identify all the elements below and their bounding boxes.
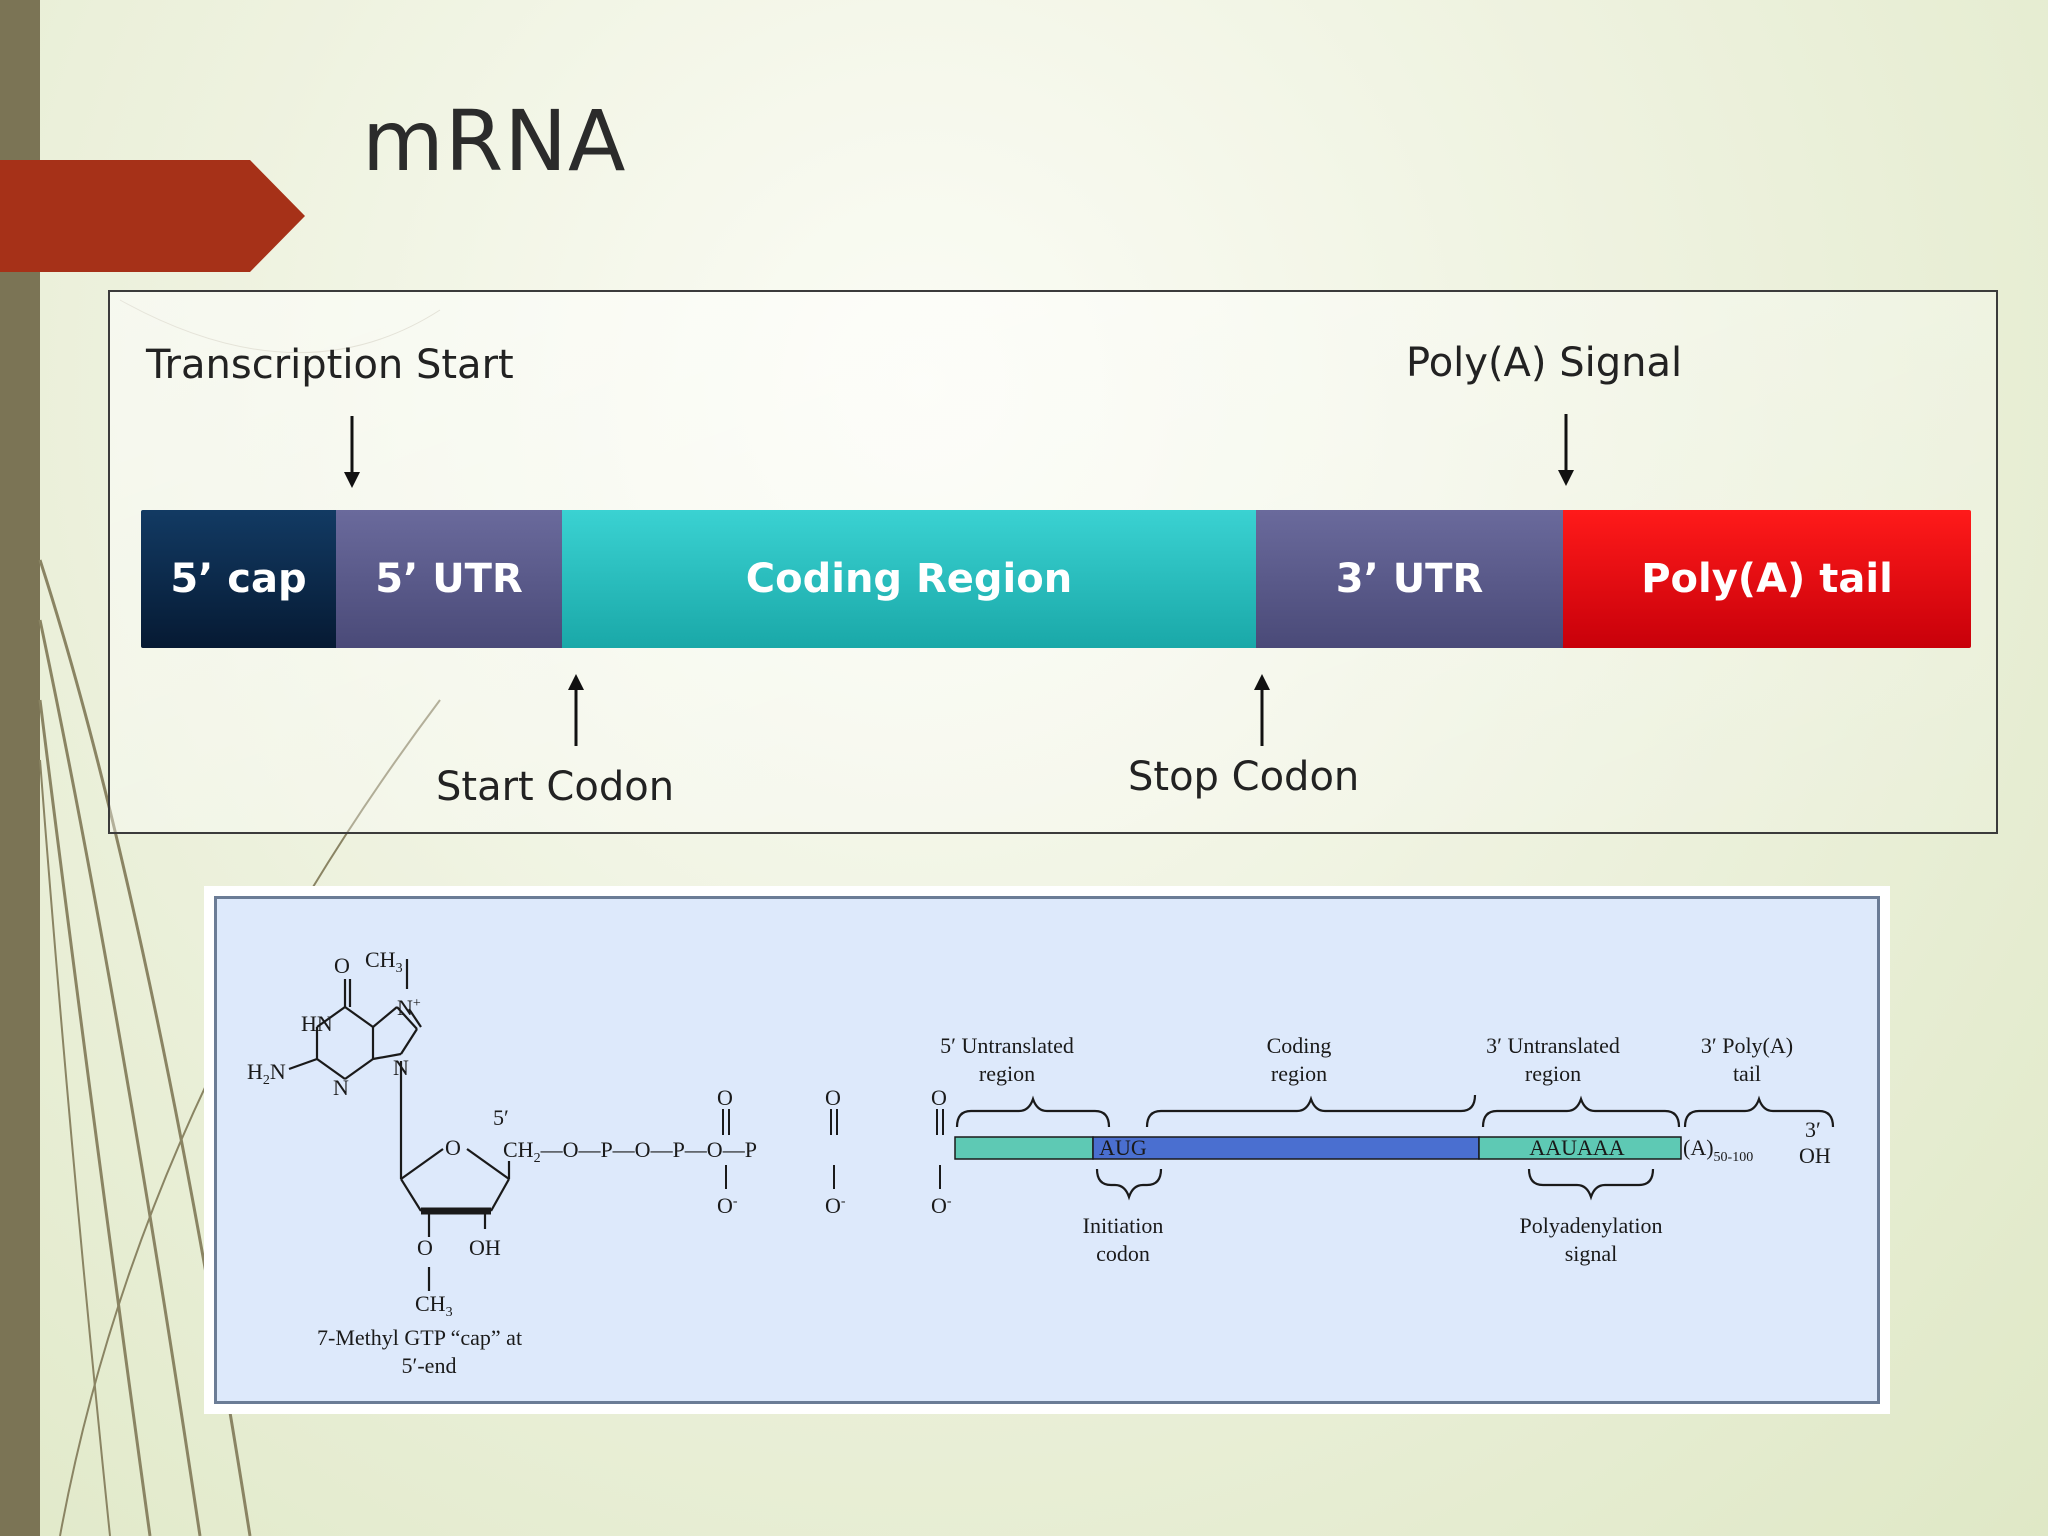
ch2-text: CH2—O—P—O—P—O—P — [503, 1137, 757, 1166]
start-codon-label: Start Codon — [436, 764, 675, 810]
cap-caption-line1: 7-Methyl GTP “cap” at — [317, 1325, 522, 1350]
aug-sequence: AUG — [1099, 1135, 1147, 1160]
o-methyl-text: O — [417, 1235, 433, 1260]
h2n-text: H2N — [247, 1059, 286, 1088]
phosphate-o-3: O — [931, 1085, 947, 1110]
strand-3-utr — [1478, 1136, 1682, 1160]
label-3utr-line1: 3′ Untranslated — [1486, 1033, 1620, 1058]
strand-coding — [1092, 1136, 1480, 1160]
cap-caption-line2: 5′-end — [402, 1353, 457, 1378]
ribose-structure — [400, 1148, 511, 1291]
initiation-codon-line2: codon — [1096, 1241, 1150, 1266]
label-3utr-line2: region — [1525, 1061, 1581, 1086]
phosphate-o-1: O — [717, 1085, 733, 1110]
label-5utr-line1: 5′ Untranslated — [940, 1033, 1074, 1058]
polya-length-text: (A)50-100 — [1683, 1135, 1753, 1165]
n-bottom-text: N — [333, 1075, 349, 1100]
strand-5-utr — [954, 1136, 1094, 1160]
label-coding-line2: region — [1271, 1061, 1327, 1086]
polya-signal-label: Poly(A) Signal — [1406, 340, 1683, 386]
guanine-structure — [288, 959, 422, 1179]
slide-title: mRNA — [362, 92, 627, 190]
title-arrow-shape — [0, 160, 305, 272]
ch3-top-text: CH3 — [365, 947, 403, 976]
ribose-oxygen-text: O — [445, 1135, 461, 1160]
phosphate-o-2: O — [825, 1085, 841, 1110]
ch3-bottom-text: CH3 — [415, 1291, 453, 1320]
upper-braces — [955, 1094, 1835, 1128]
phosphate-bonds — [722, 1109, 944, 1189]
label-polya-line2: tail — [1733, 1061, 1761, 1086]
oh-end-text: OH — [1799, 1143, 1831, 1168]
figure-panel: CH3 O HN N+ H2N N N O O OH CH3 7- — [214, 896, 1880, 1404]
polyadenylation-signal-line2: signal — [1565, 1241, 1618, 1266]
segment-coding-region: Coding Region — [562, 510, 1256, 648]
phosphate-ominus-1: O- — [717, 1193, 738, 1218]
phosphate-ominus-3: O- — [931, 1193, 952, 1218]
aauaaa-sequence: AAUAAA — [1529, 1135, 1624, 1160]
oxygen-text: O — [334, 953, 350, 978]
phosphate-ominus-2: O- — [825, 1193, 846, 1218]
stop-codon-label: Stop Codon — [1128, 754, 1360, 800]
segment-3-utr: 3’ UTR — [1256, 510, 1563, 648]
stop-codon-arrow — [1254, 674, 1270, 746]
segment-5-utr: 5’ UTR — [336, 510, 562, 648]
initiation-codon-line1: Initiation — [1083, 1213, 1164, 1238]
hn-text: HN — [301, 1011, 333, 1036]
five-prime-text: 5′ — [493, 1105, 509, 1130]
label-5utr-line2: region — [979, 1061, 1035, 1086]
oh-ribose-text: OH — [469, 1235, 501, 1260]
cap-and-strand-drawing: CH3 O HN N+ H2N N N O O OH CH3 7- — [247, 947, 1835, 1378]
lower-braces — [1095, 1168, 1655, 1201]
start-codon-arrow — [568, 674, 584, 746]
label-polya-line1: 3′ Poly(A) — [1701, 1033, 1793, 1058]
polyadenylation-signal-line1: Polyadenylation — [1520, 1213, 1663, 1238]
segment-polya-tail: Poly(A) tail — [1563, 510, 1971, 648]
n-plus-text: N+ — [397, 995, 421, 1020]
three-prime-end-text: 3′ — [1805, 1117, 1821, 1142]
label-coding-line1: Coding — [1267, 1033, 1332, 1058]
mrna-bar: 5’ cap 5’ UTR Coding Region 3’ UTR Poly(… — [141, 510, 1971, 648]
polya-signal-arrow — [1558, 414, 1574, 486]
mrna-structure-diagram: Transcription Start Poly(A) Signal 5’ ca… — [108, 290, 1998, 834]
transcription-start-label: Transcription Start — [146, 342, 514, 388]
segment-5-cap: 5’ cap — [141, 510, 336, 648]
mrna-chemical-structure-figure: CH3 O HN N+ H2N N N O O OH CH3 7- — [204, 886, 1890, 1414]
transcription-start-arrow — [344, 416, 360, 488]
n-ring-text: N — [393, 1055, 409, 1080]
